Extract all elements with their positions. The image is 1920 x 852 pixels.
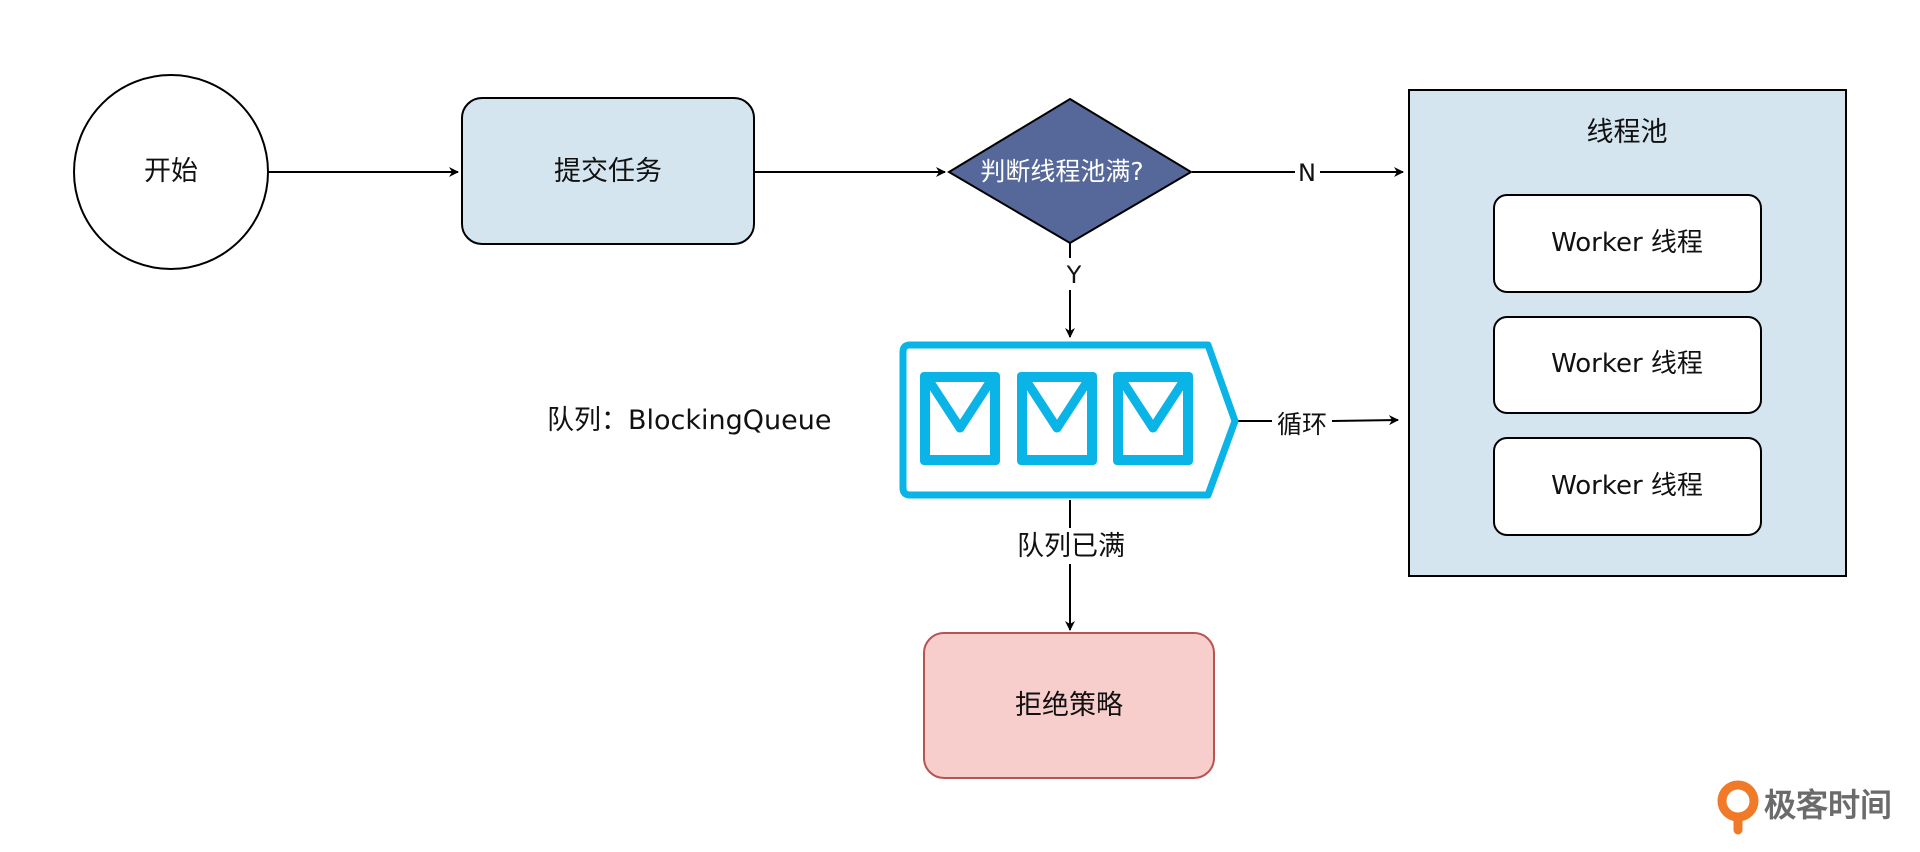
geektime-logo-icon <box>1717 780 1759 835</box>
queue-label: 队列：BlockingQueue <box>547 405 831 436</box>
worker-label-1: Worker 线程 <box>1551 228 1703 258</box>
thread-pool-container: 线程池 Worker 线程 Worker 线程 Worker 线程 <box>1408 89 1847 577</box>
edge-label-no: N <box>1298 159 1316 187</box>
decision-node: 判断线程池满? <box>947 97 1193 245</box>
worker-box-3 <box>1493 437 1762 536</box>
envelope-icon-3 <box>1113 372 1193 465</box>
envelope-icon-2 <box>1017 372 1097 465</box>
edge-queue-to-pool-b <box>1331 415 1399 426</box>
start-circle <box>73 74 269 270</box>
reject-policy-label: 拒绝策略 <box>1015 690 1123 721</box>
decision-label: 判断线程池满? <box>980 157 1143 186</box>
edges <box>268 167 1404 631</box>
worker-box-2 <box>1493 316 1762 414</box>
brand-logo-text: 极客时间 <box>1764 786 1892 824</box>
start-node: 开始 <box>73 74 269 270</box>
edge-label-yes: Y <box>1066 261 1082 289</box>
worker-label-2: Worker 线程 <box>1551 349 1703 379</box>
decision-diamond <box>947 97 1193 245</box>
envelope-icon-1 <box>920 372 1000 465</box>
reject-policy-box <box>923 632 1215 779</box>
worker-box-1 <box>1493 194 1762 293</box>
edge-label-queue-full: 队列已满 <box>1017 531 1125 562</box>
thread-pool-title: 线程池 <box>1587 117 1668 148</box>
submit-task-node: 提交任务 <box>461 97 755 245</box>
reject-policy-node: 拒绝策略 <box>923 632 1215 779</box>
submit-task-box <box>461 97 755 245</box>
worker-label-3: Worker 线程 <box>1551 471 1703 501</box>
submit-task-label: 提交任务 <box>554 156 662 187</box>
edge-label-loop: 循环 <box>1277 410 1327 439</box>
start-label: 开始 <box>144 156 198 187</box>
brand-logo: 极客时间 <box>1717 780 1892 835</box>
queue-icon <box>899 341 1239 499</box>
queue-outline <box>899 341 1239 499</box>
